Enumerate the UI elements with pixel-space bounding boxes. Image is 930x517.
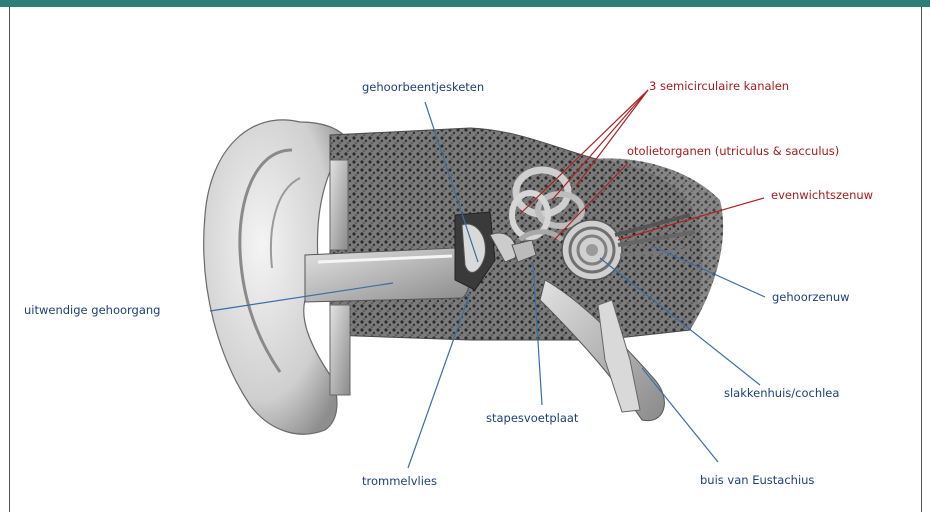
label-auditory-nerve: gehoorzenuw [772, 290, 850, 304]
label-semicircular-canals: 3 semicirculaire kanalen [649, 79, 789, 93]
label-eardrum: trommelvlies [362, 474, 437, 488]
label-vestibular-nerve: evenwichtszenuw [771, 188, 873, 202]
cochlea [562, 220, 622, 280]
label-otolith-organs: otolietorganen (utriculus & sacculus) [627, 144, 839, 158]
label-eustachian-tube: buis van Eustachius [700, 473, 814, 487]
label-cochlea: slakkenhuis/cochlea [724, 386, 839, 400]
label-ossicles: gehoorbeentjesketen [362, 80, 484, 94]
label-ear-canal: uitwendige gehoorgang [24, 303, 160, 317]
label-stapes-footplate: stapesvoetplaat [486, 411, 578, 425]
